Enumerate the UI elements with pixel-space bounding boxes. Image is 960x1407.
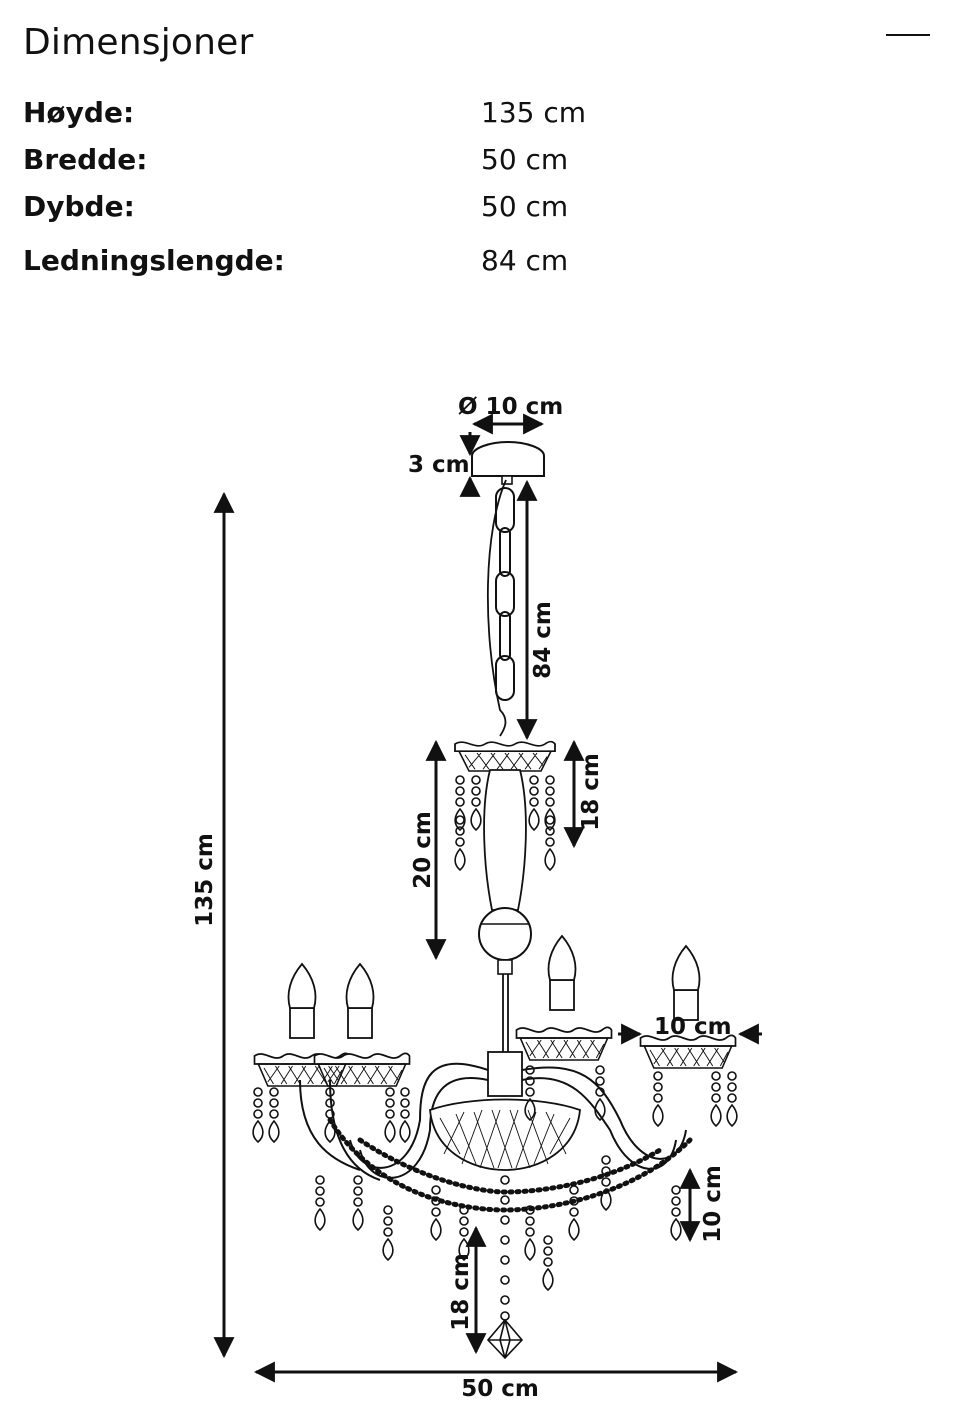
canopy-height-label: 3 cm (408, 452, 470, 478)
minus-icon[interactable] (886, 30, 930, 42)
spec-row-height: Høyde: 135 cm (23, 96, 923, 132)
cup-width-label: 10 cm (654, 1014, 732, 1040)
bottom-drop-label: 18 cm (448, 1253, 474, 1331)
crown-height-label: 18 cm (578, 753, 604, 831)
spec-value: 50 cm (481, 143, 569, 176)
total-width-label: 50 cm (461, 1376, 539, 1402)
spec-label: Dybde: (23, 190, 135, 223)
spec-value: 135 cm (481, 96, 587, 129)
canopy-diameter-label: Ø 10 cm (458, 394, 563, 420)
spec-label: Høyde: (23, 96, 135, 129)
side-drop-label: 10 cm (700, 1165, 726, 1243)
chandelier-diagram: Ø 10 cm 3 cm 84 cm 20 cm 18 cm 135 cm 10… (192, 394, 762, 1402)
total-height-label: 135 cm (192, 833, 218, 927)
spec-value: 50 cm (481, 190, 569, 223)
spec-row-width: Bredde: 50 cm (23, 143, 923, 179)
column-height-label: 20 cm (410, 811, 436, 889)
spec-row-cord-length: Ledningslengde: 84 cm (23, 244, 923, 280)
section-title: Dimensjoner (23, 22, 254, 63)
spec-value: 84 cm (481, 244, 569, 277)
spec-label: Ledningslengde: (23, 244, 285, 277)
chain-length-label: 84 cm (530, 601, 556, 679)
spec-row-depth: Dybde: 50 cm (23, 190, 923, 226)
spec-label: Bredde: (23, 143, 148, 176)
